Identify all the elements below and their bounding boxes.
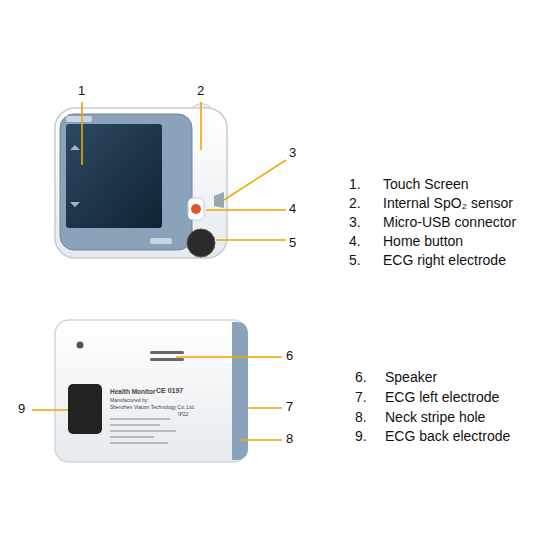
touch-screen [66, 124, 162, 228]
device-print: Health Monitor [110, 388, 156, 395]
device-print: Manufactured by: [110, 398, 149, 404]
key-number: 9. [355, 429, 367, 444]
key-number: 5. [349, 253, 361, 268]
screen-arrows [70, 145, 80, 207]
speaker-slot [150, 351, 184, 354]
key-number: 6. [355, 370, 367, 385]
key-number: 7. [355, 390, 367, 405]
part-name: ECG left electrode [385, 390, 499, 405]
spec-line [110, 418, 170, 420]
callout-number: 5 [289, 236, 296, 250]
spec-line [110, 424, 160, 426]
ecg-right-electrode [187, 229, 215, 257]
callout-number: 8 [286, 432, 293, 446]
callout-number: 3 [289, 146, 296, 160]
leader-line [248, 407, 282, 409]
part-name: ECG right electrode [383, 253, 506, 268]
leader-line [206, 209, 286, 211]
home-button-frame [188, 198, 204, 220]
brand-mark [150, 238, 172, 244]
device-print: CE 0197 [156, 387, 183, 395]
leader-line [32, 409, 68, 411]
part-name: Internal SpO₂ sensor [383, 196, 513, 211]
part-name: ECG back electrode [385, 429, 510, 444]
part-name: Touch Screen [383, 177, 469, 192]
spec-line [110, 436, 154, 438]
part-name: Speaker [385, 370, 437, 385]
neck-hole-dot [77, 342, 84, 349]
leader-line [216, 239, 286, 241]
key-number: 1. [349, 177, 361, 192]
callout-number: 1 [78, 84, 85, 98]
spec-line [110, 442, 168, 444]
key-number: 3. [349, 215, 361, 230]
callout-number: 2 [197, 84, 204, 98]
callout-number: 6 [286, 349, 293, 363]
leader-line [200, 102, 202, 150]
ecg-back-electrode [68, 384, 102, 434]
leader-lines [32, 102, 286, 440]
callout-number: 4 [289, 202, 296, 216]
leader-line [81, 102, 83, 165]
back-view [55, 320, 248, 462]
key-number: 8. [355, 410, 367, 425]
spec-line [110, 430, 176, 432]
part-name: Micro-USB connector [383, 215, 516, 230]
device-print: Shenzhen Viatom Technology Co.,Ltd. [110, 405, 195, 411]
callout-number: 9 [18, 402, 25, 416]
leader-line [176, 356, 282, 358]
part-name: Home button [383, 234, 463, 249]
home-button [191, 204, 201, 214]
leader-line [240, 439, 282, 441]
key-number: 2. [349, 196, 361, 211]
part-name: Neck stripe hole [385, 410, 485, 425]
leader-line [224, 160, 286, 200]
usb-connector [214, 192, 224, 208]
logo-mark [66, 116, 92, 122]
front-bezel [60, 114, 192, 250]
device-print: IP22 [178, 412, 188, 418]
device-back [55, 320, 247, 462]
key-number: 4. [349, 234, 361, 249]
speaker-slot [150, 358, 184, 361]
callout-number: 7 [286, 400, 293, 414]
